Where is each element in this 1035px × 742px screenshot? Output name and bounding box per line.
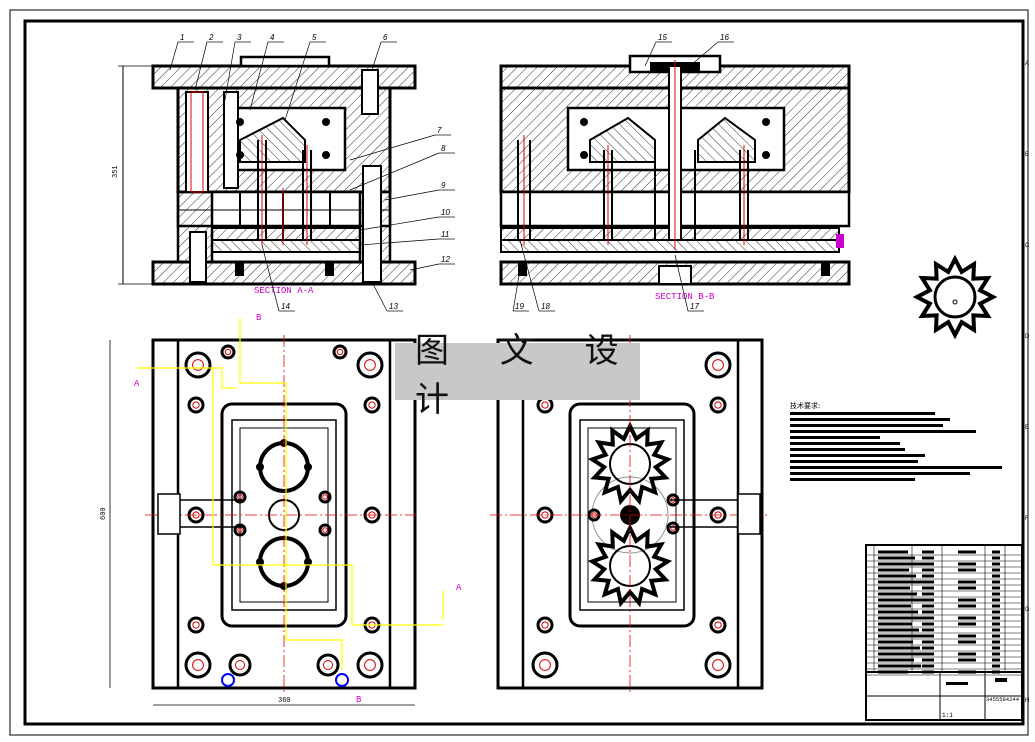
part-number-label: 19 [515, 302, 524, 311]
zone-letter: F [1025, 516, 1029, 522]
dimension-left-height: 351 [112, 165, 120, 178]
part-number-label: 10 [441, 208, 450, 217]
part-number-label: 8 [441, 144, 446, 153]
part-number-label: 9 [441, 181, 446, 190]
zone-letter: H [1025, 698, 1029, 704]
part-number-label: 3 [237, 33, 242, 42]
gear-part-view [912, 254, 998, 340]
dimension-plan-width: 360 [278, 697, 291, 705]
part-number-label: 13 [389, 302, 398, 311]
title-block-scale: 1:1 [942, 712, 953, 719]
plan-view-left: A B A B 600 360 [100, 313, 462, 706]
technical-notes: 技术要求: [790, 401, 1002, 481]
part-number-label: 12 [441, 255, 450, 264]
notes-title: 技术要求: [790, 401, 820, 410]
cut-letter-a-2: A [456, 583, 462, 593]
part-number-label: 6 [383, 33, 388, 42]
part-number-label: 15 [658, 33, 667, 42]
part-number-label: 2 [208, 33, 214, 42]
title-block-drawing-number: 3455584244 [986, 696, 1020, 703]
dimension-plan-height: 600 [100, 507, 108, 520]
section-b-b-view: SECTION B-B [499, 54, 851, 302]
part-number-label: 11 [441, 230, 449, 239]
part-number-label: 18 [541, 302, 550, 311]
part-number-label: 1 [180, 33, 184, 42]
zone-letter: D [1025, 334, 1030, 340]
zone-letter: G [1025, 607, 1030, 613]
part-number-label: 4 [270, 33, 275, 42]
zone-letter: B [1025, 152, 1029, 158]
title-block: 3455584244 1:1 [865, 544, 1023, 721]
watermark-banner: 图 文 设 计 [395, 331, 640, 420]
zone-letter: A [1025, 61, 1029, 67]
zone-letter: E [1025, 425, 1029, 431]
section-a-a-label: SECTION A-A [254, 286, 314, 296]
cut-letter-b: B [256, 313, 262, 323]
section-a-a-view: 351 SECTION A-A [112, 55, 417, 296]
part-number-label: 14 [281, 302, 290, 311]
part-number-label: 5 [312, 33, 317, 42]
cut-letter-b-2: B [356, 695, 362, 705]
part-number-label: 7 [437, 126, 442, 135]
zone-letters: A B C D E F G H [1025, 61, 1030, 704]
zone-letter: C [1025, 243, 1030, 249]
part-number-label: 17 [690, 302, 699, 311]
watermark-text: 图 文 设 计 [415, 330, 639, 420]
part-number-label: 16 [720, 33, 729, 42]
cut-letter-a: A [134, 379, 140, 389]
